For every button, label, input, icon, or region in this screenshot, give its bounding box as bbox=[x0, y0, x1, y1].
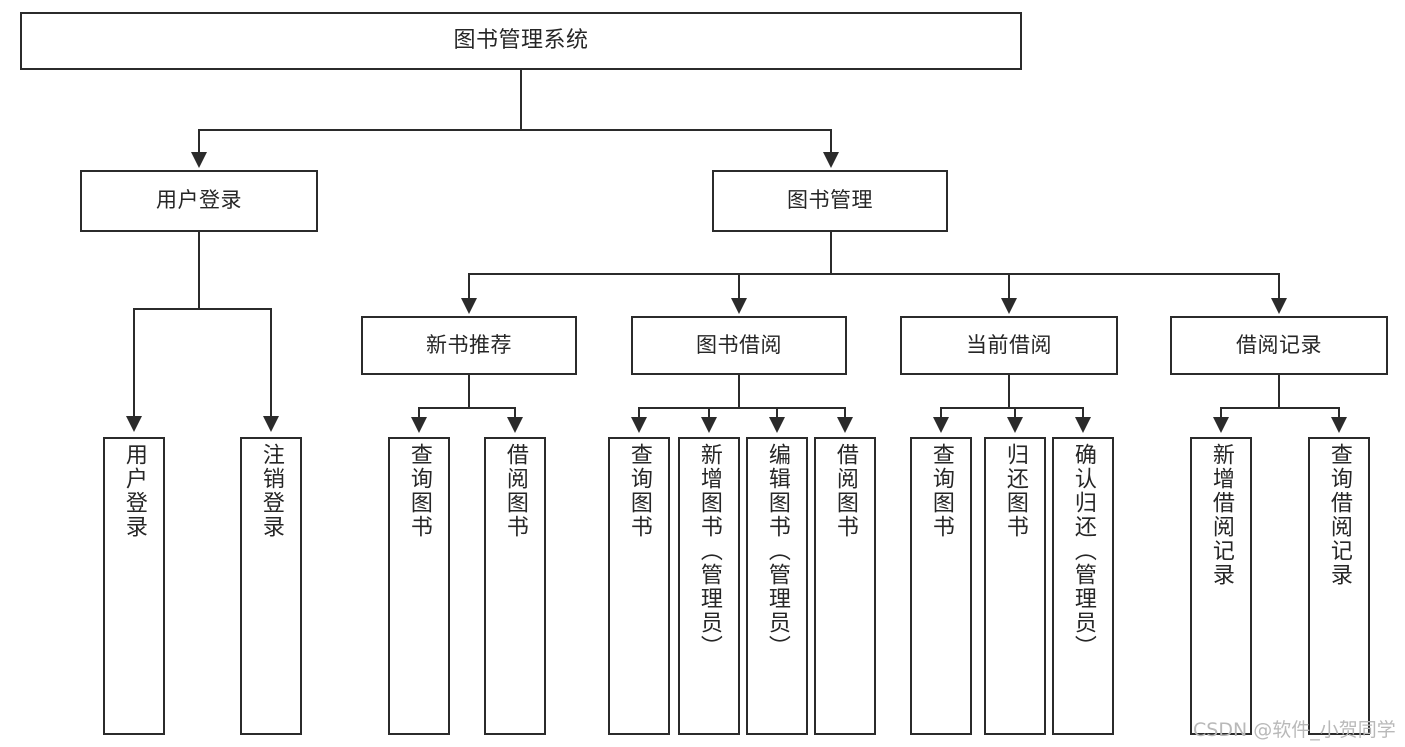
arrow-leaf-query-book-1 bbox=[411, 417, 427, 433]
connector-to-current-borrow bbox=[1008, 273, 1010, 300]
node-label: 当前借阅 bbox=[966, 332, 1052, 357]
arrow-leaf-confirm-return bbox=[1075, 417, 1091, 433]
arrow-to-current-borrow bbox=[1001, 298, 1017, 314]
node-user-login[interactable]: 用户登录 bbox=[80, 170, 318, 232]
arrow-to-user-login bbox=[191, 152, 207, 168]
node-current-borrow[interactable]: 当前借阅 bbox=[900, 316, 1118, 375]
connector-new-book-rec-bus bbox=[418, 407, 516, 409]
node-leaf-user-logout[interactable]: 注销登录 bbox=[240, 437, 302, 735]
node-label: 新增图书（管理员） bbox=[696, 443, 722, 659]
node-label: 查询图书 bbox=[626, 443, 652, 539]
node-leaf-user-login[interactable]: 用户登录 bbox=[103, 437, 165, 735]
arrow-leaf-user-logout bbox=[263, 416, 279, 432]
connector-to-user-login bbox=[198, 129, 200, 154]
node-label: 图书管理系统 bbox=[453, 27, 589, 53]
node-label: 新增借阅记录 bbox=[1208, 443, 1234, 587]
node-label: 新书推荐 bbox=[426, 332, 512, 357]
connector-cb-drop-2 bbox=[1014, 407, 1016, 419]
node-borrow-record[interactable]: 借阅记录 bbox=[1170, 316, 1388, 375]
node-leaf-query-book-2[interactable]: 查询图书 bbox=[608, 437, 670, 735]
connector-root-bus bbox=[198, 129, 832, 131]
node-label: 用户登录 bbox=[156, 188, 242, 213]
connector-br-drop-1 bbox=[1220, 407, 1222, 419]
connector-borrow-record-bus bbox=[1220, 407, 1339, 409]
connector-to-book-borrow bbox=[738, 273, 740, 300]
connector-level3-bus bbox=[468, 273, 1280, 275]
node-leaf-query-book-1[interactable]: 查询图书 bbox=[388, 437, 450, 735]
arrow-leaf-add-record bbox=[1213, 417, 1229, 433]
connector-bb-drop-4 bbox=[844, 407, 846, 419]
arrow-leaf-query-book-2 bbox=[631, 417, 647, 433]
connector-nbr-drop-1 bbox=[418, 407, 420, 419]
connector-cb-drop-1 bbox=[940, 407, 942, 419]
connector-to-book-manage bbox=[830, 129, 832, 154]
node-label: 查询借阅记录 bbox=[1326, 443, 1352, 587]
arrow-to-book-borrow bbox=[731, 298, 747, 314]
node-leaf-return-book[interactable]: 归还图书 bbox=[984, 437, 1046, 735]
node-book-manage[interactable]: 图书管理 bbox=[712, 170, 948, 232]
arrow-leaf-edit-book bbox=[769, 417, 785, 433]
node-leaf-borrow-book-2[interactable]: 借阅图书 bbox=[814, 437, 876, 735]
watermark-text: CSDN @软件_小贺同学 bbox=[1193, 719, 1396, 741]
node-label: 查询图书 bbox=[406, 443, 432, 539]
node-leaf-add-book[interactable]: 新增图书（管理员） bbox=[678, 437, 740, 735]
arrow-leaf-query-book-3 bbox=[933, 417, 949, 433]
node-label: 注销登录 bbox=[258, 443, 284, 539]
node-label: 查询图书 bbox=[928, 443, 954, 539]
connector-to-new-book-rec bbox=[468, 273, 470, 300]
arrow-leaf-return-book bbox=[1007, 417, 1023, 433]
node-leaf-query-book-3[interactable]: 查询图书 bbox=[910, 437, 972, 735]
arrow-leaf-user-login bbox=[126, 416, 142, 432]
connector-user-login-stem bbox=[198, 232, 200, 309]
node-leaf-edit-book[interactable]: 编辑图书（管理员） bbox=[746, 437, 808, 735]
node-label: 图书管理 bbox=[787, 188, 873, 213]
connector-user-login-drop-1 bbox=[133, 308, 135, 418]
node-new-book-rec[interactable]: 新书推荐 bbox=[361, 316, 577, 375]
connector-root-stem bbox=[520, 70, 522, 130]
node-label: 用户登录 bbox=[121, 443, 147, 539]
connector-br-drop-2 bbox=[1338, 407, 1340, 419]
arrow-to-book-manage bbox=[823, 152, 839, 168]
node-label: 归还图书 bbox=[1002, 443, 1028, 539]
connector-current-borrow-stem bbox=[1008, 375, 1010, 408]
node-leaf-confirm-return[interactable]: 确认归还（管理员） bbox=[1052, 437, 1114, 735]
node-label: 借阅图书 bbox=[832, 443, 858, 539]
node-leaf-query-record[interactable]: 查询借阅记录 bbox=[1308, 437, 1370, 735]
connector-book-borrow-bus bbox=[638, 407, 846, 409]
connector-current-borrow-bus bbox=[940, 407, 1084, 409]
node-label: 借阅记录 bbox=[1236, 332, 1322, 357]
arrow-leaf-borrow-book-1 bbox=[507, 417, 523, 433]
node-label: 借阅图书 bbox=[502, 443, 528, 539]
connector-to-borrow-record bbox=[1278, 273, 1280, 300]
connector-nbr-drop-2 bbox=[514, 407, 516, 419]
arrow-to-new-book-rec bbox=[461, 298, 477, 314]
connector-user-login-bus bbox=[133, 308, 271, 310]
connector-bb-drop-3 bbox=[776, 407, 778, 419]
node-label: 图书借阅 bbox=[696, 332, 782, 357]
node-book-borrow[interactable]: 图书借阅 bbox=[631, 316, 847, 375]
connector-cb-drop-3 bbox=[1082, 407, 1084, 419]
arrow-to-borrow-record bbox=[1271, 298, 1287, 314]
connector-bb-drop-2 bbox=[708, 407, 710, 419]
connector-book-manage-stem bbox=[830, 232, 832, 274]
node-label: 编辑图书（管理员） bbox=[764, 443, 790, 659]
arrow-leaf-add-book bbox=[701, 417, 717, 433]
node-root-system[interactable]: 图书管理系统 bbox=[20, 12, 1022, 70]
connector-bb-drop-1 bbox=[638, 407, 640, 419]
connector-borrow-record-stem bbox=[1278, 375, 1280, 408]
arrow-leaf-query-record bbox=[1331, 417, 1347, 433]
node-label: 确认归还（管理员） bbox=[1070, 443, 1096, 659]
node-leaf-borrow-book-1[interactable]: 借阅图书 bbox=[484, 437, 546, 735]
connector-user-login-drop-2 bbox=[270, 308, 272, 418]
connector-new-book-rec-stem bbox=[468, 375, 470, 408]
connector-book-borrow-stem bbox=[738, 375, 740, 408]
node-leaf-add-record[interactable]: 新增借阅记录 bbox=[1190, 437, 1252, 735]
arrow-leaf-borrow-book-2 bbox=[837, 417, 853, 433]
